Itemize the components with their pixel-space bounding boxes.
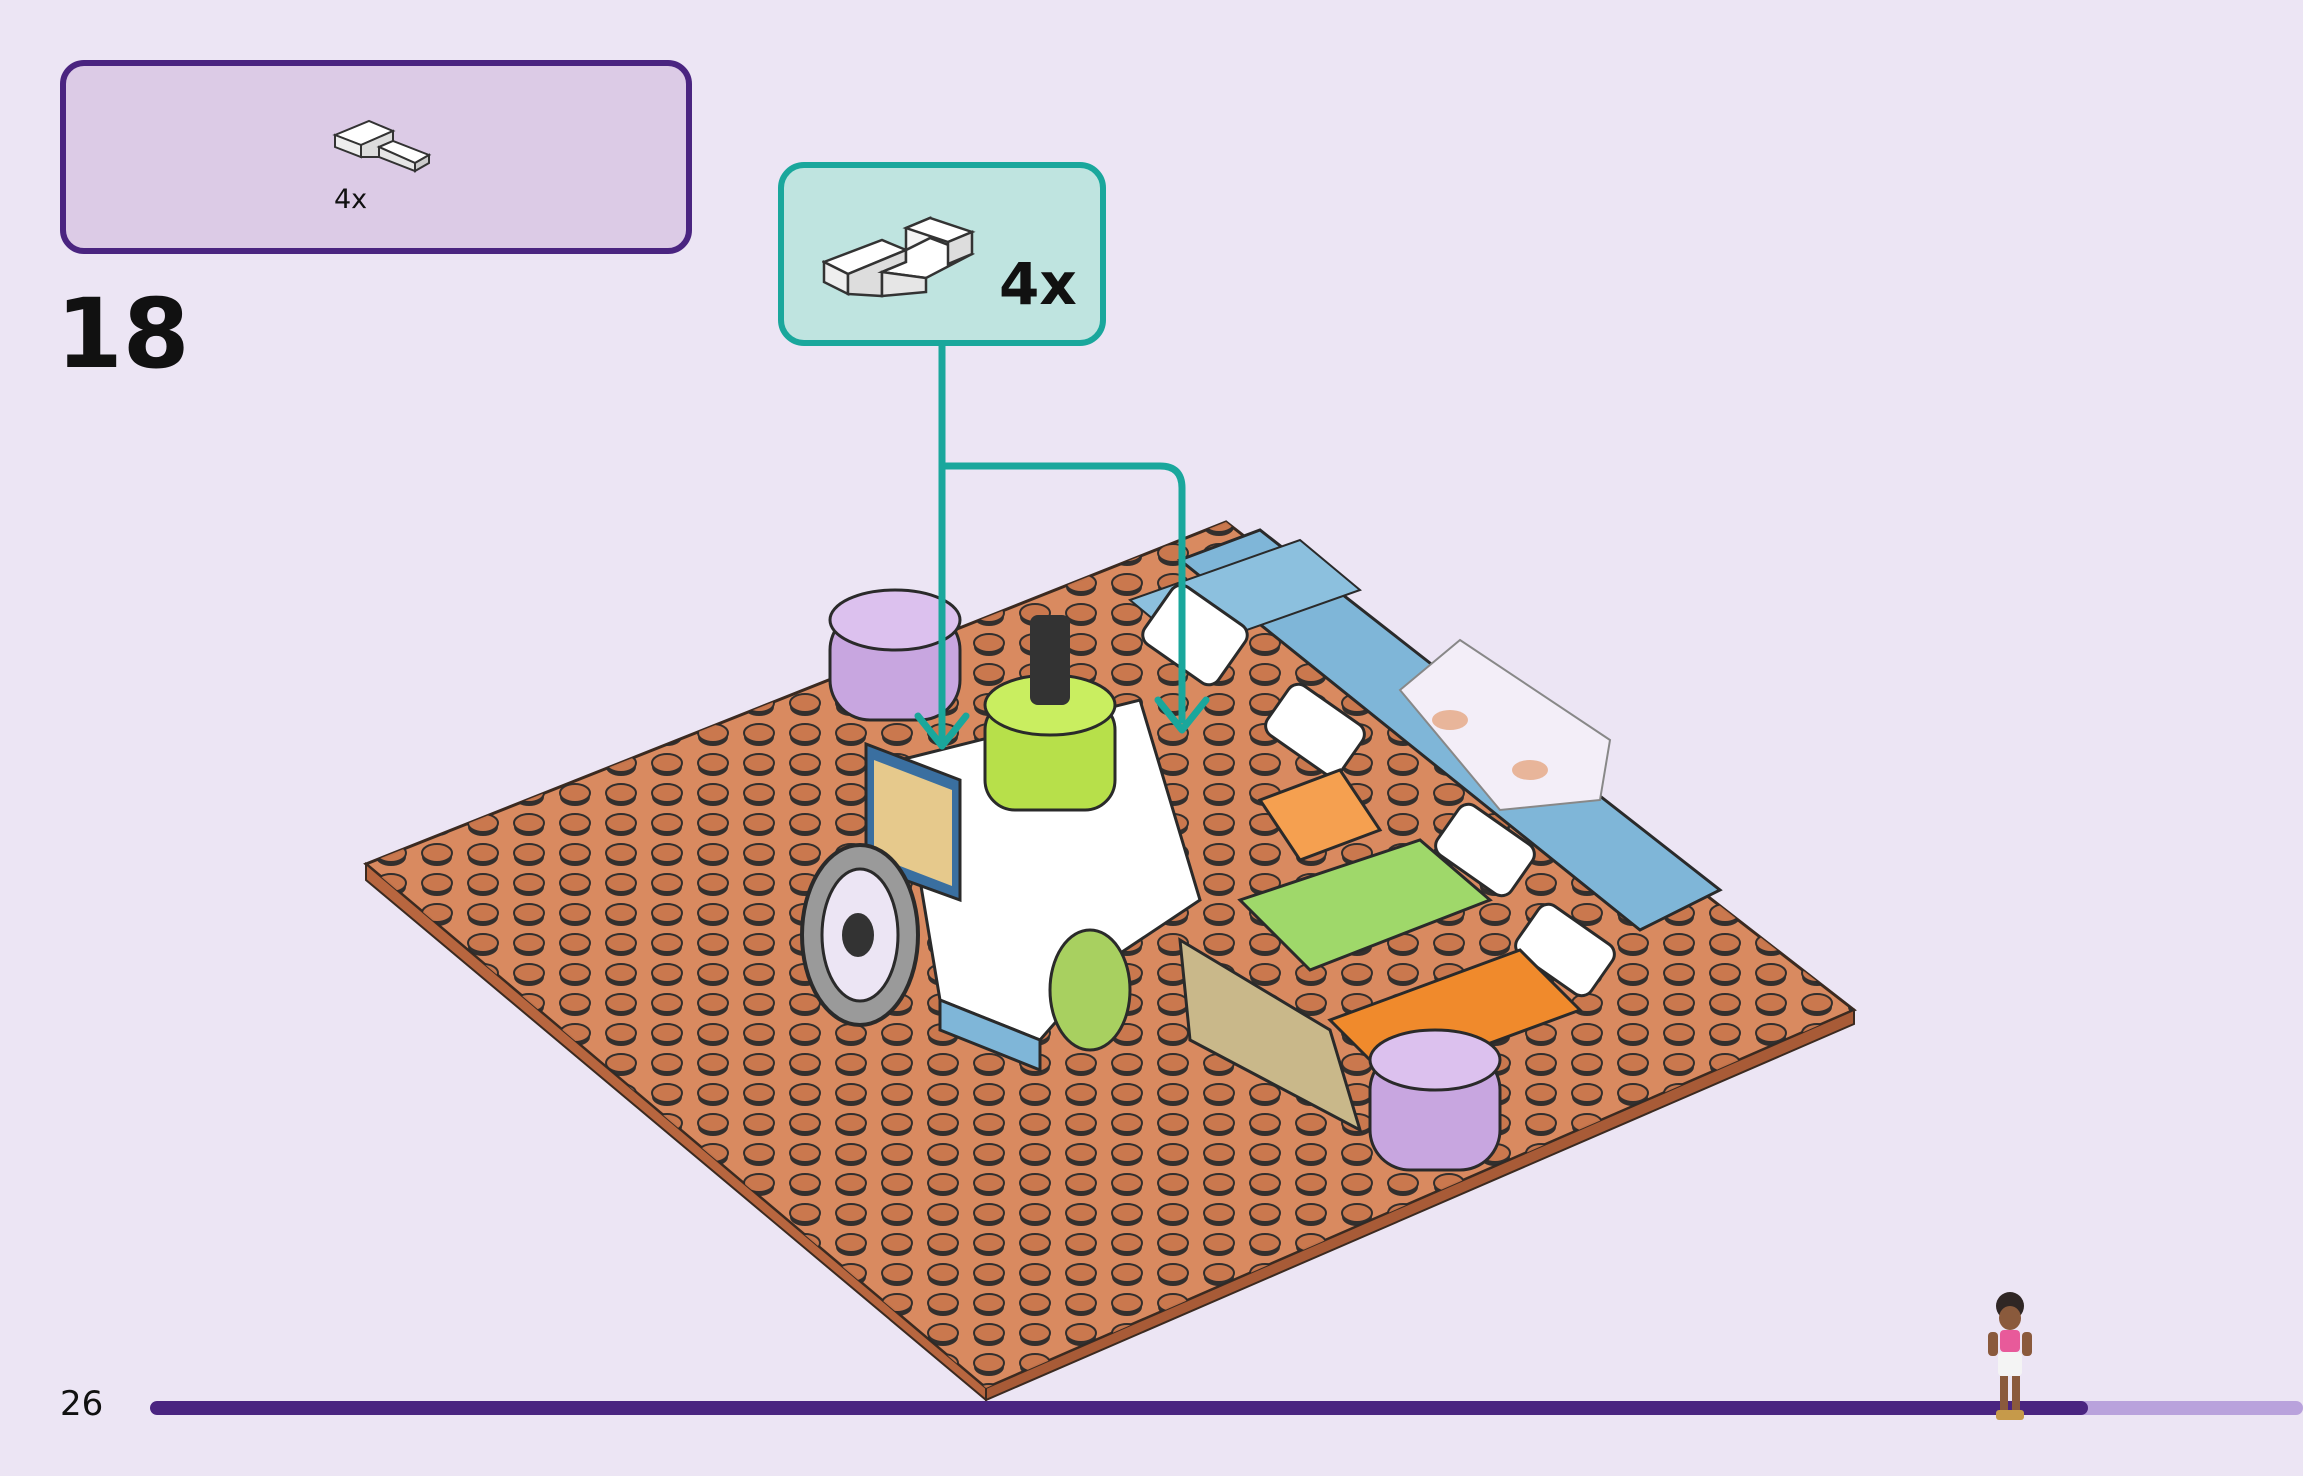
white-slope-brick-icon xyxy=(822,216,976,298)
white-slopes xyxy=(1141,583,1616,998)
parts-list-panel: 4x xyxy=(60,60,692,254)
callout-quantity: 4x xyxy=(999,250,1077,318)
white-slope-brick-icon xyxy=(332,119,432,173)
transparent-dome xyxy=(1398,638,1612,812)
placement-arrows xyxy=(914,342,1210,750)
steering-wheel xyxy=(800,843,920,1027)
build-progress-fill xyxy=(150,1401,2088,1415)
lavender-round-bricks xyxy=(828,588,1502,1172)
minifigure-progress-marker xyxy=(1988,1292,2032,1420)
page-number: 26 xyxy=(60,1384,104,1424)
parts-quantity: 4x xyxy=(334,184,368,215)
tan-wall xyxy=(1178,937,1363,1134)
green-cylinder xyxy=(983,615,1117,812)
step-number: 18 xyxy=(56,278,190,390)
white-machine xyxy=(898,698,1202,1073)
build-progress-bar xyxy=(150,1401,2303,1415)
screen-panel xyxy=(864,741,962,903)
